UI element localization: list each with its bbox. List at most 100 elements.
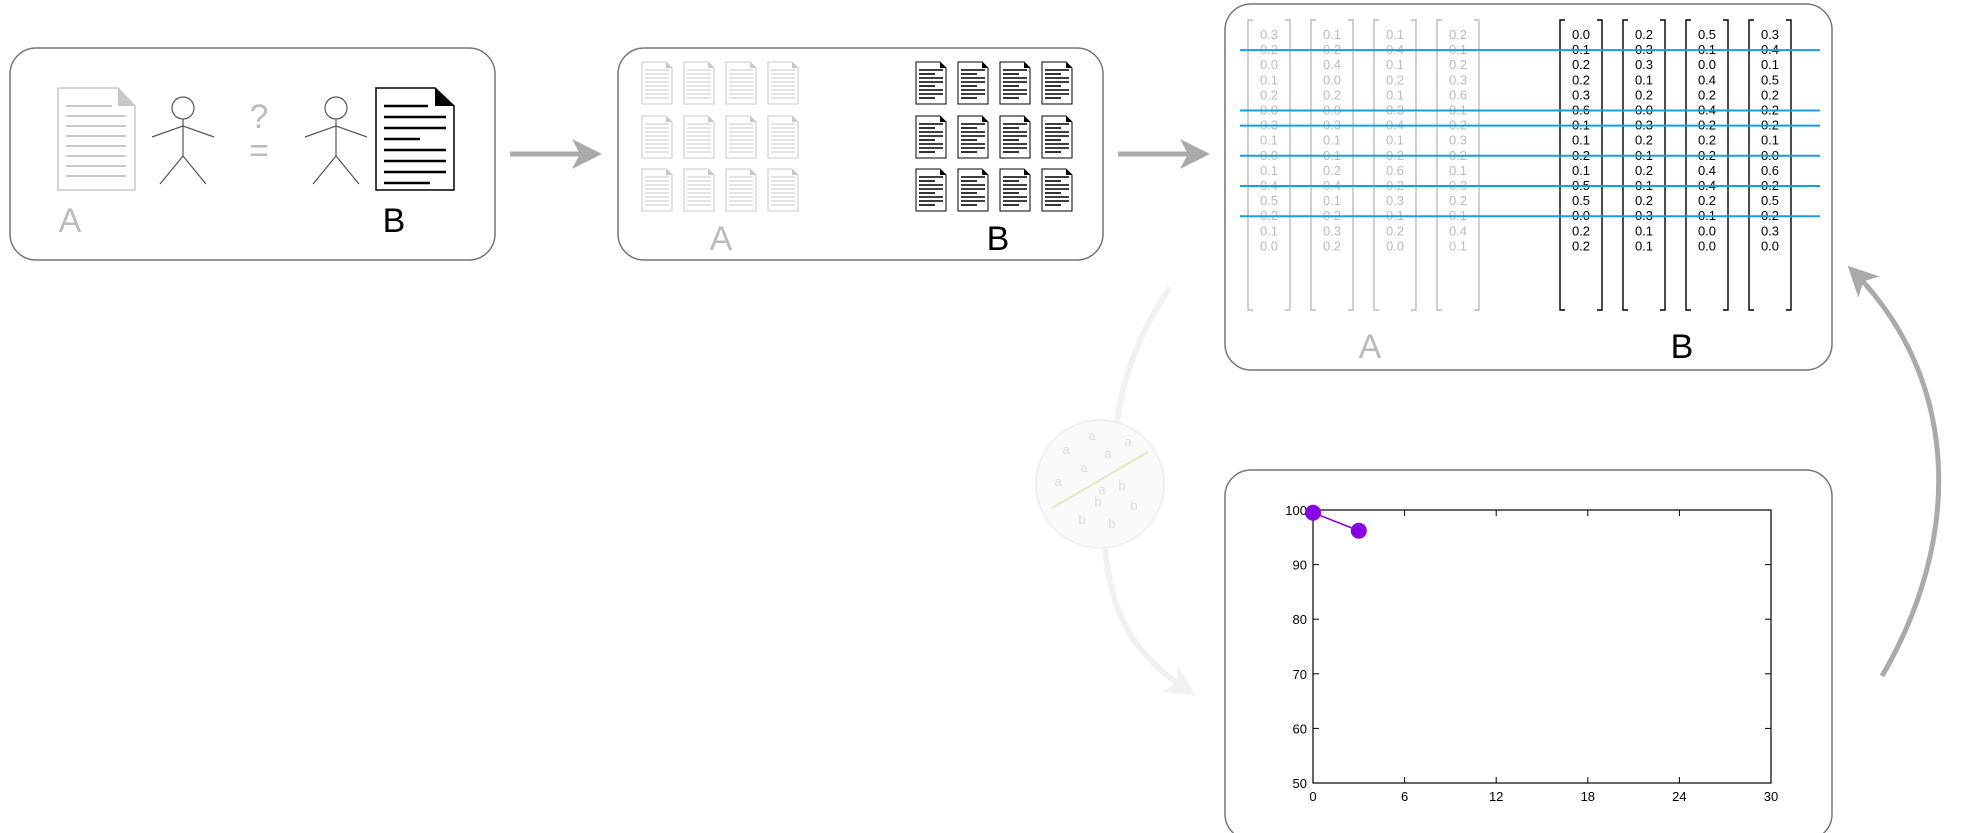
- document-icon: [641, 115, 673, 159]
- document-icon: [915, 61, 947, 105]
- matrix-cell: 0.5: [1260, 193, 1278, 208]
- matrix-cell: 0.6: [1386, 163, 1404, 178]
- matrix-cell: 0.1: [1260, 133, 1278, 148]
- matrix-cell: 0.2: [1698, 133, 1716, 148]
- matrix-cell: 0.2: [1386, 223, 1404, 238]
- document-icon: [375, 87, 455, 191]
- matrix-cell: 0.1: [1572, 133, 1590, 148]
- cluster-point-b: b: [1130, 498, 1137, 513]
- matrix-cell: 0.2: [1635, 27, 1653, 42]
- document-icon: [641, 61, 673, 105]
- label-a: A: [1359, 328, 1382, 366]
- matrix-cell: 0.0: [1386, 238, 1404, 253]
- panel-feature-matrices: 0.30.20.00.10.20.00.30.10.00.10.40.50.20…: [1224, 3, 1833, 371]
- matrix-cell: 0.3: [1323, 223, 1341, 238]
- matrix-cell: 0.6: [1449, 87, 1467, 102]
- document-icon: [1041, 168, 1073, 212]
- matrix-cell: 0.2: [1260, 87, 1278, 102]
- cluster-point-a: a: [1098, 482, 1106, 497]
- document-icon: [999, 115, 1031, 159]
- panel-document-sets: A B: [617, 47, 1104, 261]
- matrix-cell: 0.3: [1449, 72, 1467, 87]
- document-grid: [641, 61, 1073, 212]
- x-tick-label: 30: [1764, 789, 1778, 804]
- matrix-cell: 0.2: [1449, 57, 1467, 72]
- cluster-point-a: a: [1054, 474, 1062, 489]
- panel-border: [1224, 469, 1833, 833]
- cluster-point-b: b: [1108, 516, 1115, 531]
- x-tick-label: 0: [1309, 789, 1316, 804]
- matrix-cell: 0.2: [1635, 193, 1653, 208]
- matrix-column: 0.30.40.10.50.20.20.20.10.00.60.20.50.20…: [1748, 19, 1792, 311]
- document-icon: [683, 168, 715, 212]
- matrix-cell: 0.2: [1698, 193, 1716, 208]
- label-b: B: [383, 202, 406, 240]
- matrix-cell: 0.2: [1635, 133, 1653, 148]
- document-icon: [725, 61, 757, 105]
- matrix-cell: 0.2: [1323, 163, 1341, 178]
- document-icon: [641, 168, 673, 212]
- x-tick-label: 24: [1672, 789, 1686, 804]
- document-icon: [1041, 61, 1073, 105]
- matrix-cell: 0.1: [1761, 133, 1779, 148]
- document-icon: [957, 168, 989, 212]
- matrix-cell: 0.1: [1386, 133, 1404, 148]
- matrix-cell: 0.4: [1449, 223, 1467, 238]
- matrix-cell: 0.5: [1698, 27, 1716, 42]
- x-tick-label: 18: [1581, 789, 1595, 804]
- matrix-cell: 0.0: [1260, 57, 1278, 72]
- matrix-cell: 0.1: [1449, 238, 1467, 253]
- y-tick-label: 50: [1293, 776, 1307, 791]
- plot-frame: [1312, 509, 1772, 784]
- matrix-cell: 0.1: [1635, 238, 1653, 253]
- decision-boundary: [1051, 451, 1149, 509]
- document-icon: [999, 61, 1031, 105]
- matrix-cell: 0.5: [1761, 193, 1779, 208]
- matrix-cell: 0.3: [1386, 193, 1404, 208]
- x-tick-label: 6: [1401, 789, 1408, 804]
- y-tick-label: 80: [1293, 612, 1307, 627]
- matrix-cell: 0.6: [1761, 163, 1779, 178]
- label-b: B: [1671, 328, 1694, 366]
- feedback-arrow-icon: [1847, 265, 1942, 678]
- matrix-cell: 0.1: [1323, 193, 1341, 208]
- cluster-point-b: b: [1078, 512, 1085, 527]
- y-tick-label: 100: [1285, 503, 1307, 518]
- matrix-column: 0.00.10.20.20.30.60.10.10.20.10.50.50.00…: [1559, 19, 1603, 311]
- document-icon: [999, 168, 1031, 212]
- matrix-cell: 0.2: [1572, 223, 1590, 238]
- highlight-lines: [1240, 49, 1820, 218]
- matrix-column: 0.10.40.10.20.10.30.40.10.20.60.20.30.10…: [1373, 19, 1417, 311]
- matrix-cell: 0.0: [1761, 238, 1779, 253]
- matrix-cell: 0.0: [1260, 238, 1278, 253]
- label-a: A: [59, 202, 82, 240]
- matrix-cell: 0.3: [1761, 27, 1779, 42]
- matrix-cell: 0.1: [1386, 27, 1404, 42]
- data-point: [1350, 522, 1367, 539]
- person-icon: [151, 96, 215, 185]
- matrix-cell: 0.2: [1449, 193, 1467, 208]
- matrix-cell: 0.1: [1260, 163, 1278, 178]
- matrix-cell: 0.2: [1323, 238, 1341, 253]
- document-icon: [1041, 115, 1073, 159]
- matrix-cell: 0.2: [1761, 87, 1779, 102]
- matrix-cell: 0.4: [1698, 72, 1716, 87]
- document-icon: [683, 115, 715, 159]
- data-point: [1305, 504, 1321, 521]
- matrix-cell: 0.1: [1323, 27, 1341, 42]
- matrix-cell: 0.1: [1260, 72, 1278, 87]
- matrix-cell: 0.5: [1572, 193, 1590, 208]
- matrix-cell: 0.2: [1449, 27, 1467, 42]
- document-icon: [767, 115, 799, 159]
- matrix-cell: 0.5: [1761, 72, 1779, 87]
- document-icon: [915, 115, 947, 159]
- document-icon: [915, 168, 947, 212]
- equals-sign: =: [249, 132, 269, 170]
- matrix-cell: 0.1: [1449, 163, 1467, 178]
- matrix-cell: 0.1: [1572, 163, 1590, 178]
- matrix-column: 0.20.30.30.10.20.00.30.20.10.20.10.20.30…: [1622, 19, 1666, 311]
- person-icon: [304, 96, 368, 185]
